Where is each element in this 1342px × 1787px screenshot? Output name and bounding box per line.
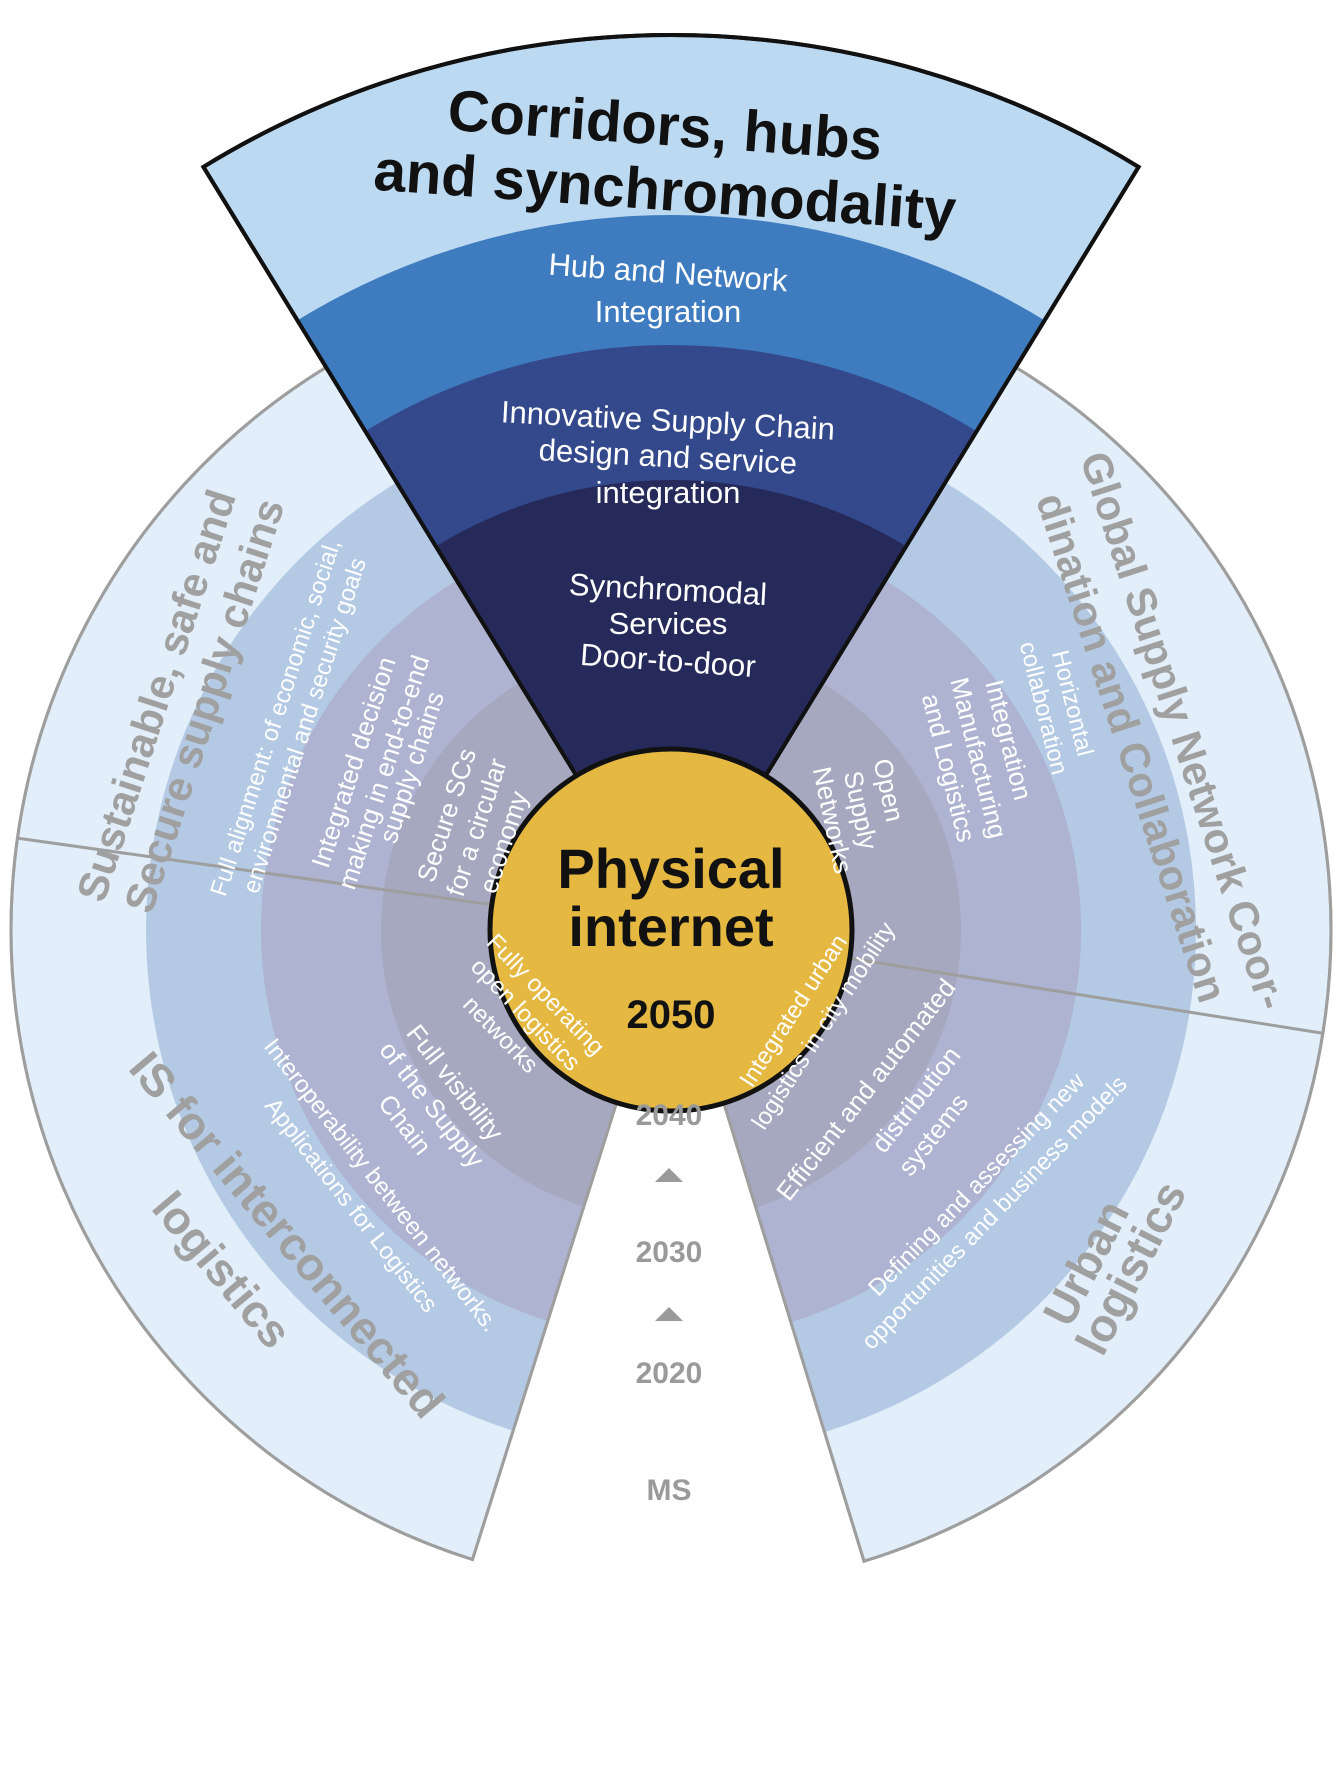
divider-global-urban — [849, 956, 1324, 1035]
corridors-ring-synchromodal — [435, 480, 907, 776]
corridors-ring3-line2: Services — [609, 606, 728, 641]
timeline-year-2020: 2020 — [636, 1357, 703, 1390]
arrow-up-icon — [655, 1168, 683, 1182]
corridors-ring2-line3: integration — [596, 475, 741, 510]
center-hub: Physical internet 2050 — [487, 746, 855, 1114]
side-sectors — [9, 365, 1333, 1564]
arrow-up-icon — [655, 1307, 683, 1321]
center-year: 2050 — [627, 993, 716, 1037]
center-title-line2: internet — [568, 895, 773, 958]
center-title-line1: Physical — [557, 837, 784, 900]
timeline: 2040 2030 2020 MS — [636, 1099, 703, 1507]
center-circle — [487, 746, 855, 1114]
timeline-ms: MS — [647, 1474, 692, 1507]
corridors-ring1-line2: Integration — [595, 294, 742, 329]
corridors-sector — [200, 33, 1142, 779]
divider-sustainable-is — [17, 836, 492, 907]
timeline-year-2040: 2040 — [636, 1099, 703, 1132]
side-ring-2040 — [380, 682, 961, 1208]
timeline-year-2030: 2030 — [636, 1236, 703, 1269]
